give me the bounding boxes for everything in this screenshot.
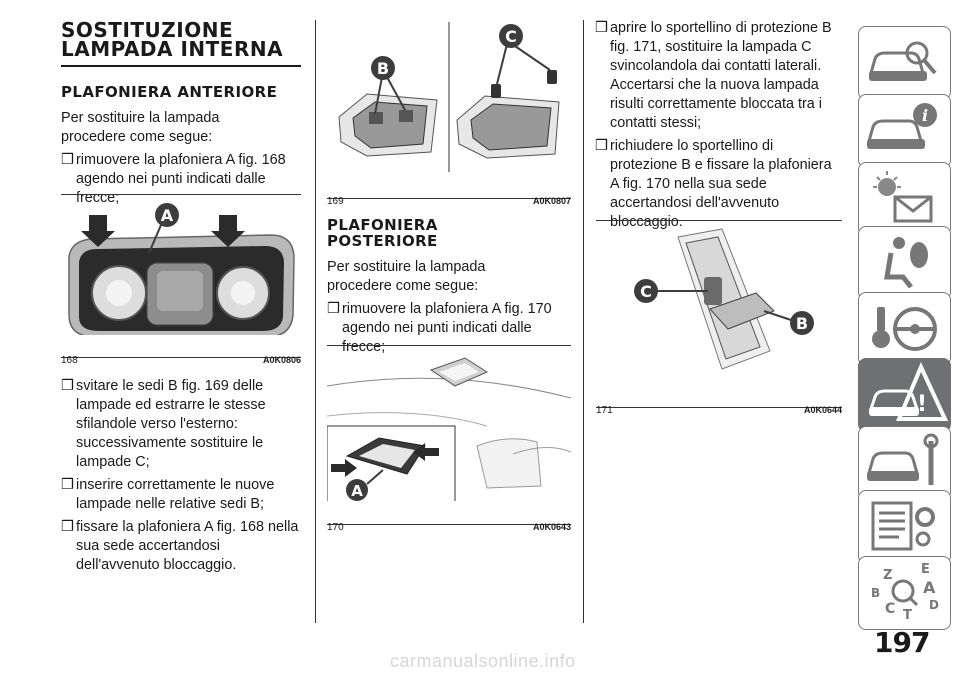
checkbox-bullet-icon: ❒: [595, 138, 608, 154]
right-column: ❒ aprire lo sportellino di protezione B …: [595, 19, 843, 232]
rear-step-1: ❒ rimuovere la plafoniera A fig. 170 age…: [327, 301, 552, 355]
right-step-1: ❒ aprire lo sportellino di protezione B …: [595, 20, 832, 131]
side-tab-alphabet-index[interactable]: Z E A B C T D: [858, 556, 951, 630]
steering-key-icon: [872, 307, 937, 351]
figure-168-code: A0K0806: [262, 355, 301, 365]
svg-text:D: D: [929, 598, 939, 612]
svg-text:i: i: [922, 106, 928, 125]
callout-c-171: C: [640, 282, 652, 301]
left-column: SOSTITUZIONE LAMPADA INTERNA PLAFONIERA …: [61, 0, 301, 208]
left-column-lower: ❒ svitare le sedi B fig. 169 delle lampa…: [61, 377, 301, 575]
side-tab-airbag-seat[interactable]: [858, 226, 951, 300]
figure-168: A 168 A0K0806: [61, 194, 301, 366]
bulb-c-right: [547, 70, 557, 84]
figure-168-number: 168: [61, 355, 78, 366]
figure-169-code: A0K0807: [532, 196, 571, 206]
checkbox-bullet-icon: ❒: [61, 378, 74, 394]
rear-intro: Per sostituire la lampada procedere come…: [327, 259, 486, 294]
checkbox-bullet-icon: ❒: [61, 477, 74, 493]
callout-a-168: A: [161, 206, 174, 225]
warning-lights-icon: [873, 171, 933, 223]
side-tab-spec-sheet[interactable]: [858, 490, 951, 564]
svg-text:Z: Z: [883, 568, 892, 583]
svg-text:A: A: [923, 578, 936, 597]
figure-170-code: A0K0643: [532, 522, 571, 532]
arrow-left-icon: [81, 215, 115, 247]
front-step-2: ❒ svitare le sedi B fig. 169 delle lampa…: [61, 378, 266, 470]
middle-column: PLAFONIERA POSTERIORE Per sostituire la …: [327, 199, 571, 357]
lamp-c: [704, 277, 722, 305]
spec-sheet-icon: [871, 501, 935, 551]
figure-169: B C 169 A0K0807: [327, 22, 571, 207]
rear-heading: PLAFONIERA POSTERIORE: [327, 216, 438, 250]
callout-b-169: B: [377, 59, 389, 78]
column-divider-2: [583, 20, 584, 623]
car-search-icon: [869, 41, 937, 81]
svg-text:E: E: [921, 562, 930, 577]
side-tab-car-info[interactable]: i: [858, 94, 951, 168]
bulb-c-left: [491, 84, 501, 98]
front-intro: Per sostituire la lampada procedere come…: [61, 110, 220, 145]
front-step-3: ❒ inserire correttamente le nuove lampad…: [61, 477, 275, 512]
arrow-left-icon: [331, 459, 357, 477]
lamp-cover-illustration: C B: [634, 228, 814, 370]
page-title: SOSTITUZIONE LAMPADA INTERNA: [61, 18, 284, 61]
callout-c-169: C: [505, 27, 517, 46]
page-number: 197: [874, 626, 930, 659]
alphabet-index-icon: Z E A B C T D: [871, 562, 939, 623]
figure-170-number: 170: [327, 522, 344, 533]
checkbox-bullet-icon: ❒: [327, 301, 340, 317]
checkbox-bullet-icon: ❒: [61, 152, 74, 168]
figure-169-number: 169: [327, 196, 344, 207]
checkbox-bullet-icon: ❒: [61, 519, 74, 535]
front-step-4: ❒ fissare la plafoniera A fig. 168 nella…: [61, 519, 299, 573]
arrow-right-icon: [413, 443, 439, 461]
svg-text:!: !: [917, 392, 927, 417]
figure-170: A 170 A0K0643: [327, 345, 571, 533]
title-underline: [61, 65, 301, 67]
watermark: carmanualsonline.info: [390, 651, 576, 671]
svg-text:C: C: [885, 601, 895, 617]
lamp-housing: [685, 236, 761, 360]
figure-171: C B 171 A0K0644: [596, 220, 842, 416]
figure-171-code: A0K0644: [803, 405, 842, 415]
column-divider-1: [315, 20, 316, 623]
side-tab-steering-key[interactable]: [858, 292, 951, 366]
breakdown-triangle-icon: !: [868, 362, 949, 421]
ceiling-light-front-illustration: A: [68, 203, 295, 335]
callout-b-171: B: [796, 314, 808, 333]
callout-a-170: A: [351, 482, 363, 500]
checkbox-bullet-icon: ❒: [595, 20, 608, 36]
side-tab-car-search[interactable]: [858, 26, 951, 100]
svg-text:B: B: [871, 586, 880, 600]
arrow-right-icon: [211, 215, 245, 247]
side-tab-breakdown[interactable]: !: [858, 358, 951, 432]
airbag-seat-icon: [884, 237, 928, 289]
rear-ceiling-light-illustration: A: [327, 357, 571, 501]
side-tab-car-tools[interactable]: [858, 426, 951, 500]
lamp-holder-illustration: B C: [338, 22, 560, 172]
right-step-2: ❒ richiudere lo sportellino di protezion…: [595, 138, 832, 230]
protection-cover-b: [709, 292, 775, 330]
svg-text:T: T: [903, 608, 912, 623]
figure-171-number: 171: [596, 405, 613, 416]
front-heading: PLAFONIERA ANTERIORE: [61, 83, 278, 101]
car-tools-icon: [867, 433, 939, 485]
side-tab-warning-lights[interactable]: [858, 162, 951, 236]
car-info-icon: i: [867, 103, 937, 149]
